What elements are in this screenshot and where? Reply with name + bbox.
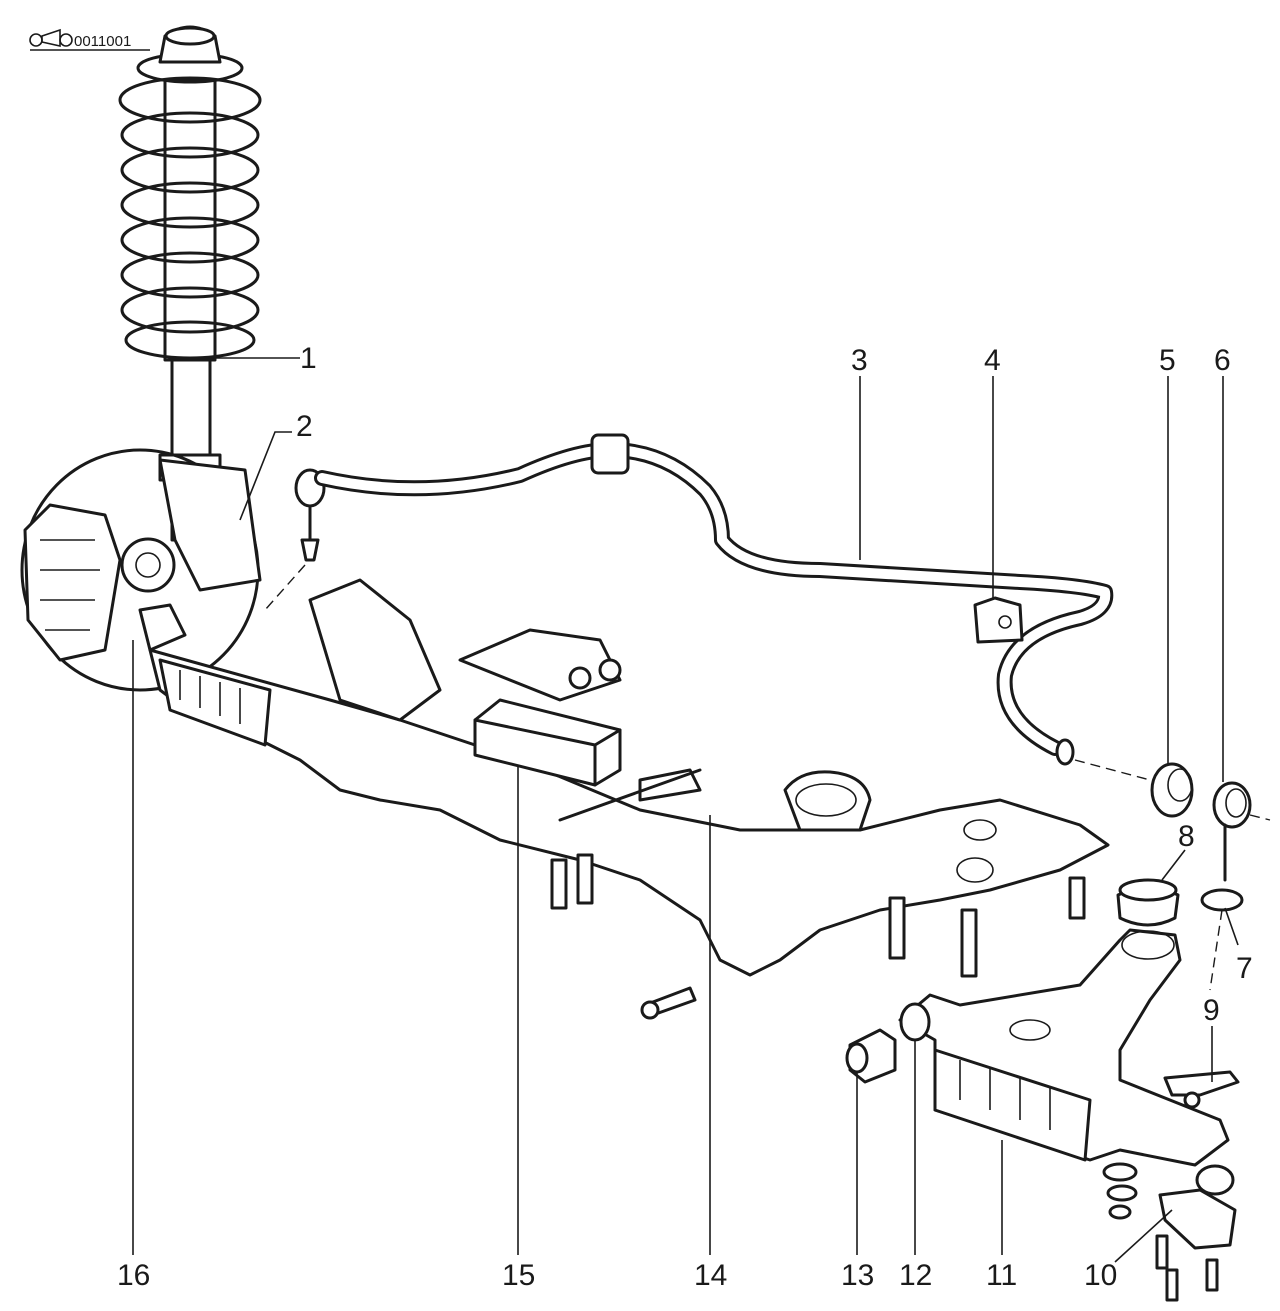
callout-label: 14 — [694, 1259, 727, 1292]
callout-label: 11 — [986, 1259, 1017, 1292]
bushing-13 — [845, 1028, 897, 1084]
bushing-8 — [1116, 878, 1180, 927]
callout-4: 4 — [984, 344, 1001, 600]
callout-11: 11 — [986, 1140, 1017, 1292]
knuckle-hub-assembly — [20, 448, 262, 692]
callout-10: 10 — [1084, 1209, 1173, 1292]
catalog-code: 0011001 — [29, 28, 150, 51]
callout-8: 8 — [1161, 820, 1195, 881]
ball-joint — [1102, 1162, 1237, 1302]
callout-14: 14 — [694, 815, 727, 1292]
callout-label: 5 — [1159, 344, 1176, 377]
catalog-code-text: 0011001 — [74, 33, 131, 50]
callout-15: 15 — [502, 765, 535, 1292]
callout-9: 9 — [1203, 994, 1220, 1082]
callout-label: 2 — [296, 410, 313, 443]
callout-2: 2 — [239, 410, 313, 521]
callout-5: 5 — [1159, 344, 1176, 765]
callout-label: 3 — [851, 344, 868, 377]
callout-label: 12 — [899, 1259, 932, 1292]
callout-16: 16 — [117, 640, 150, 1292]
callout-1: 1 — [193, 342, 317, 375]
coil-spring — [118, 76, 262, 360]
callout-12: 12 — [899, 1040, 932, 1292]
callout-6: 6 — [1214, 344, 1231, 782]
lower-control-arm — [898, 928, 1230, 1167]
stabilizer-link — [264, 468, 326, 611]
callout-label: 9 — [1203, 994, 1220, 1027]
callout-label: 10 — [1084, 1259, 1117, 1292]
callout-label: 4 — [984, 344, 1001, 377]
stabilizer-bar — [314, 433, 1151, 781]
callout-label: 16 — [117, 1259, 150, 1292]
bushing-6 — [1212, 781, 1271, 882]
callout-label: 8 — [1178, 820, 1195, 853]
fasteners — [550, 658, 1086, 1020]
bolt-washer-7 — [1200, 888, 1244, 991]
callout-label: 1 — [300, 342, 317, 375]
stabilizer-bushing — [973, 596, 1024, 644]
callout-label: 15 — [502, 1259, 535, 1292]
callout-label: 13 — [841, 1259, 874, 1292]
bushing-12 — [899, 1002, 931, 1042]
bracket-9 — [1163, 1070, 1240, 1109]
callout-7: 7 — [1224, 907, 1253, 985]
bushing-5 — [1150, 762, 1194, 818]
camera-icon — [29, 28, 73, 47]
callout-label: 7 — [1236, 952, 1253, 985]
callout-3: 3 — [851, 344, 868, 560]
callout-13: 13 — [841, 1072, 874, 1292]
engine-mount-block — [473, 698, 622, 787]
callout-label: 6 — [1214, 344, 1231, 377]
